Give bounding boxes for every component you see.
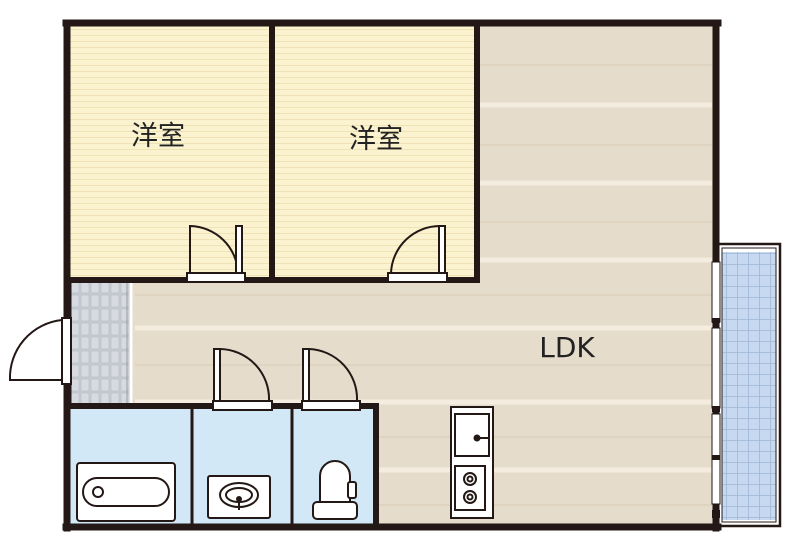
- interior-walls: [67, 23, 480, 528]
- stove-icon: [454, 465, 486, 511]
- door-bedroom-right: [387, 224, 448, 283]
- bedroom-left-label: 洋室: [131, 121, 185, 152]
- door-bedroom-left: [186, 224, 246, 283]
- toilet-icon: [312, 460, 358, 520]
- door-entrance: [8, 317, 72, 385]
- balcony-floor: [722, 252, 776, 520]
- door-washroom: [212, 348, 273, 411]
- door-toilet: [301, 348, 361, 411]
- entrance-floor: [70, 283, 132, 405]
- balcony-windows: [711, 261, 721, 518]
- ldk-floor-joints: [135, 64, 712, 506]
- bedroom-right-label: 洋室: [349, 124, 403, 155]
- ldk-label: LDK: [539, 331, 595, 364]
- washbasin-icon: [207, 475, 271, 519]
- kitchen-sink-icon: [454, 413, 490, 457]
- ldk-floor-boards: [135, 102, 712, 473]
- bathtub-icon: [76, 462, 176, 522]
